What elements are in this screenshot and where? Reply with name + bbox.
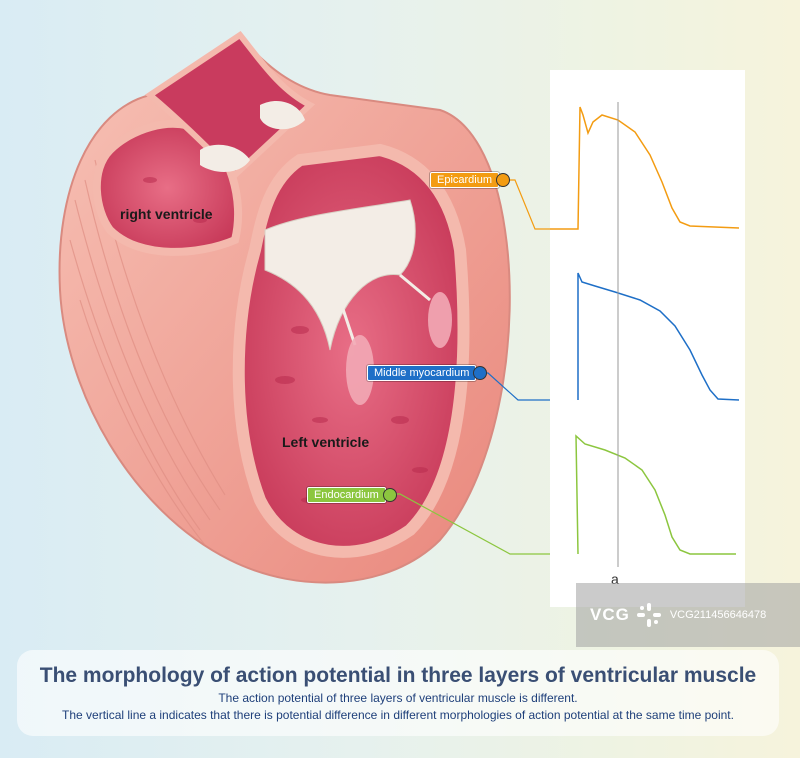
watermark-logo: VCG — [590, 605, 630, 624]
chordae — [338, 273, 431, 346]
middle-myocardium-text: Middle myocardium — [374, 367, 470, 379]
epicardium-trace — [550, 106, 740, 230]
caption-line-2: The vertical line a indicates that there… — [62, 708, 734, 722]
aorta — [144, 30, 316, 180]
aortic-valve-cusp — [200, 144, 250, 172]
time-marker-a: a — [611, 571, 619, 587]
right-ventricle-label: right ventricle — [120, 206, 213, 222]
caption-title: The morphology of action potential in th… — [39, 664, 757, 687]
caption-line-1: The action potential of three layers of … — [218, 691, 578, 705]
mitral-valve — [264, 199, 416, 351]
trabeculae — [143, 177, 428, 503]
action-potential-panel — [550, 70, 745, 607]
vcg-watermark: VCG VCG211456646478 — [576, 583, 800, 647]
muscle-striations — [69, 159, 226, 546]
caption-box: The morphology of action potential in th… — [17, 650, 779, 736]
papillary-muscle-2 — [428, 292, 452, 348]
left-ventricle-label: Left ventricle — [282, 434, 370, 450]
middle-myocardium-marker-dot — [473, 366, 488, 380]
epicardium-marker-dot — [496, 173, 511, 187]
endocardium-trace — [575, 434, 736, 555]
endocardium-marker-dot — [382, 488, 397, 502]
middle-myocardium-trace — [577, 272, 740, 401]
action-potential-traces — [550, 102, 740, 567]
watermark-id: VCG211456646478 — [669, 609, 767, 621]
watermark-flower-icon — [636, 603, 661, 627]
papillary-muscle — [346, 335, 374, 405]
aortic-valve-cusp-2 — [260, 100, 305, 130]
epicardium-label: Epicardium — [430, 172, 511, 188]
heart-illustration — [58, 30, 511, 584]
epicardium-text: Epicardium — [437, 174, 493, 186]
middle-myocardium-label: Middle myocardium — [367, 365, 488, 381]
endocardium-label: Endocardium — [307, 487, 397, 503]
endocardium-text: Endocardium — [314, 489, 379, 501]
